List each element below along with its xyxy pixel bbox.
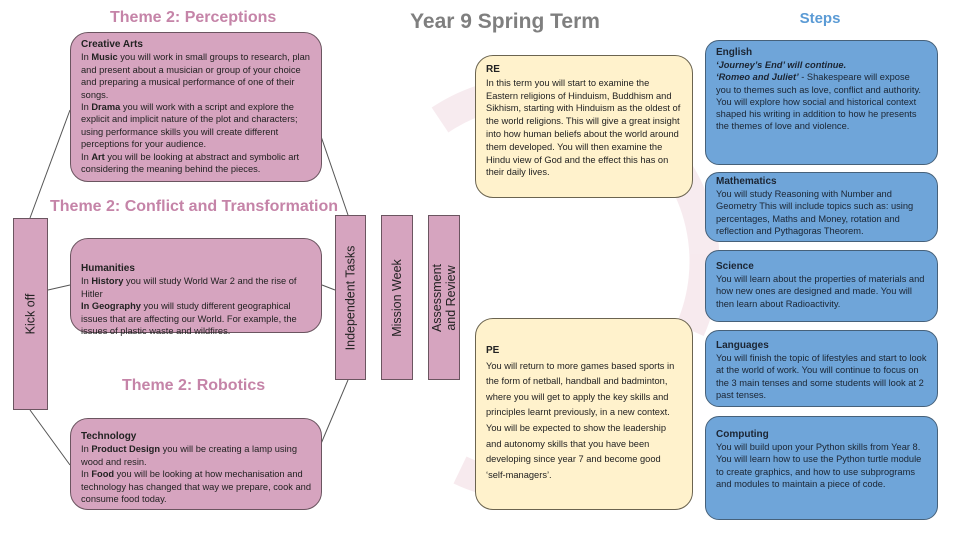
- text: Mathematics: [716, 176, 777, 187]
- text: Kick off: [23, 293, 38, 335]
- text: Mission Week: [390, 258, 405, 337]
- text: Languages: [716, 340, 769, 351]
- text: In: [81, 52, 92, 63]
- text: you will work with a script and explore …: [81, 102, 298, 150]
- text: In Geography: [81, 301, 141, 312]
- text: In: [81, 151, 92, 162]
- text: you will be looking at abstract and symb…: [81, 151, 300, 175]
- text: Computing: [716, 429, 769, 440]
- independent-tasks-stage: Independent Tasks: [335, 215, 366, 380]
- steps-heading: Steps: [799, 10, 841, 27]
- pe-box: PE You will return to more games based s…: [475, 318, 693, 510]
- page-title: Year 9 Spring Term: [410, 10, 600, 33]
- technology-heading: Technology: [81, 431, 137, 442]
- text: Science: [716, 261, 754, 272]
- text: - Shakespeare will expose you to themes …: [716, 72, 921, 132]
- text: ‘Romeo and Juliet’: [716, 72, 799, 83]
- humanities-heading: Humanities: [81, 263, 135, 274]
- mission-week-stage: Mission Week: [381, 215, 413, 380]
- text: Product Design: [91, 444, 161, 455]
- text: you will study different geographical is…: [81, 301, 297, 337]
- english-box: English ‘Journey’s End’ will continue. ‘…: [705, 40, 938, 165]
- text: English: [716, 47, 753, 58]
- theme-robotics: Theme 2: Robotics: [122, 377, 266, 394]
- re-box: RE In this term you will start to examin…: [475, 55, 693, 198]
- text: you will be looking at how mechanisation…: [81, 469, 311, 505]
- text: You will finish the topic of lifestyles …: [716, 353, 927, 400]
- text: History: [91, 276, 124, 287]
- text: RE: [486, 64, 500, 75]
- creative-arts-heading: Creative Arts: [81, 39, 143, 50]
- text: You will learn about the properties of m…: [716, 274, 925, 309]
- text: You will return to more games based spor…: [486, 360, 675, 480]
- text: Assessment and Review: [430, 263, 458, 332]
- text: you will work in small groups to researc…: [81, 52, 310, 100]
- kick-off-stage: Kick off: [13, 218, 48, 410]
- text: In this term you will start to examine t…: [486, 77, 681, 178]
- text: You will study Reasoning with Number and…: [716, 189, 914, 236]
- text: Music: [91, 52, 118, 63]
- text: In: [81, 444, 92, 455]
- text: In: [81, 469, 92, 480]
- text: Food: [91, 469, 115, 480]
- text: you will be creating a lamp using wood a…: [81, 444, 297, 467]
- text: you will study World War 2 and the rise …: [81, 276, 297, 299]
- text: Drama: [91, 102, 121, 113]
- text: In: [81, 276, 92, 287]
- text: You will build upon your Python skills f…: [716, 442, 922, 489]
- text: Art: [91, 151, 105, 162]
- text: In: [81, 102, 92, 113]
- text: Independent Tasks: [343, 245, 358, 350]
- text: ‘Journey’s End’ will continue.: [716, 60, 847, 71]
- assessment-review-stage: Assessment and Review: [428, 215, 460, 380]
- humanities-box: Humanities In History you will study Wor…: [70, 238, 322, 337]
- creative-arts-box: Creative Arts In Music you will work in …: [70, 32, 322, 182]
- theme-conflict: Theme 2: Conflict and Transformation: [50, 198, 339, 215]
- technology-box: Technology In Product Design you will be…: [70, 418, 322, 510]
- text: PE: [486, 345, 500, 356]
- theme-perceptions: Theme 2: Perceptions: [110, 9, 277, 26]
